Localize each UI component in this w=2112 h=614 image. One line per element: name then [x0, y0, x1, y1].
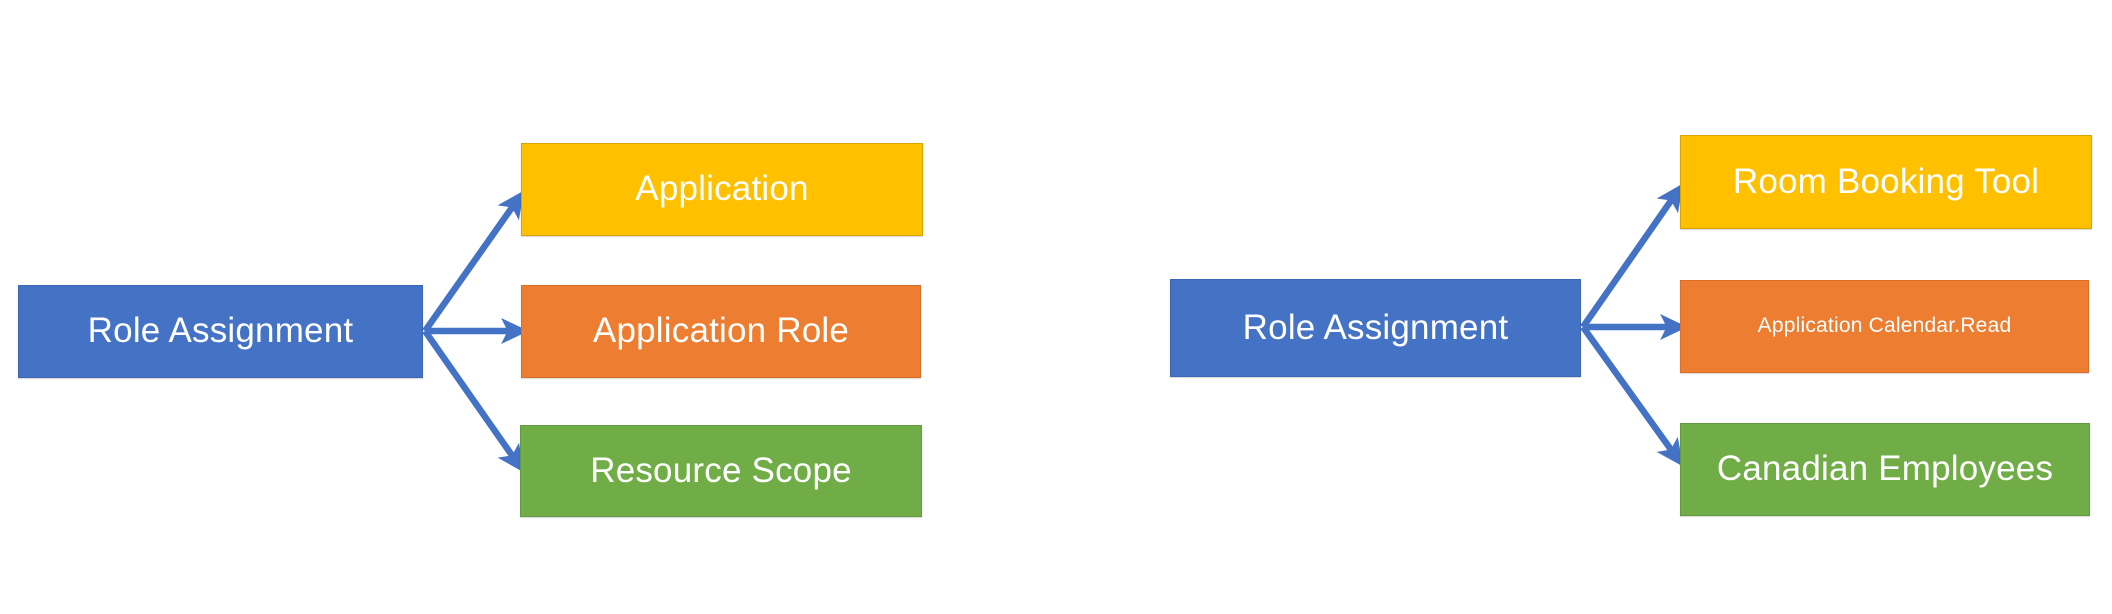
node-label: Canadian Employees — [1716, 449, 2054, 489]
node-target-canadian-employees[interactable]: Canadian Employees — [1680, 423, 2090, 516]
node-label: Resource Scope — [590, 450, 852, 490]
node-label: Application Role — [592, 311, 850, 351]
node-source-role-assignment-concrete-example[interactable]: Role Assignment — [1170, 279, 1581, 377]
node-target-resource-scope[interactable]: Resource Scope — [520, 425, 922, 517]
node-target-room-booking-tool[interactable]: Room Booking Tool — [1680, 135, 2092, 229]
arrow-to-room-booking-tool — [1580, 183, 1683, 329]
node-source-role-assignment-generic-model[interactable]: Role Assignment — [18, 285, 423, 378]
node-label: Room Booking Tool — [1732, 161, 2040, 201]
arrow-to-application — [422, 190, 524, 333]
node-label: Role Assignment — [87, 311, 354, 351]
arrow-to-resource-scope — [422, 329, 524, 473]
node-label: Application — [635, 169, 809, 209]
node-label: Role Assignment — [1242, 307, 1509, 347]
node-target-application[interactable]: Application — [521, 143, 923, 236]
node-target-application-calendar-read[interactable]: Application Calendar.Read — [1680, 280, 2089, 373]
node-label: Application Calendar.Read — [1757, 314, 2012, 338]
arrow-to-canadian-employees — [1580, 325, 1684, 467]
node-target-application-role[interactable]: Application Role — [521, 285, 921, 378]
